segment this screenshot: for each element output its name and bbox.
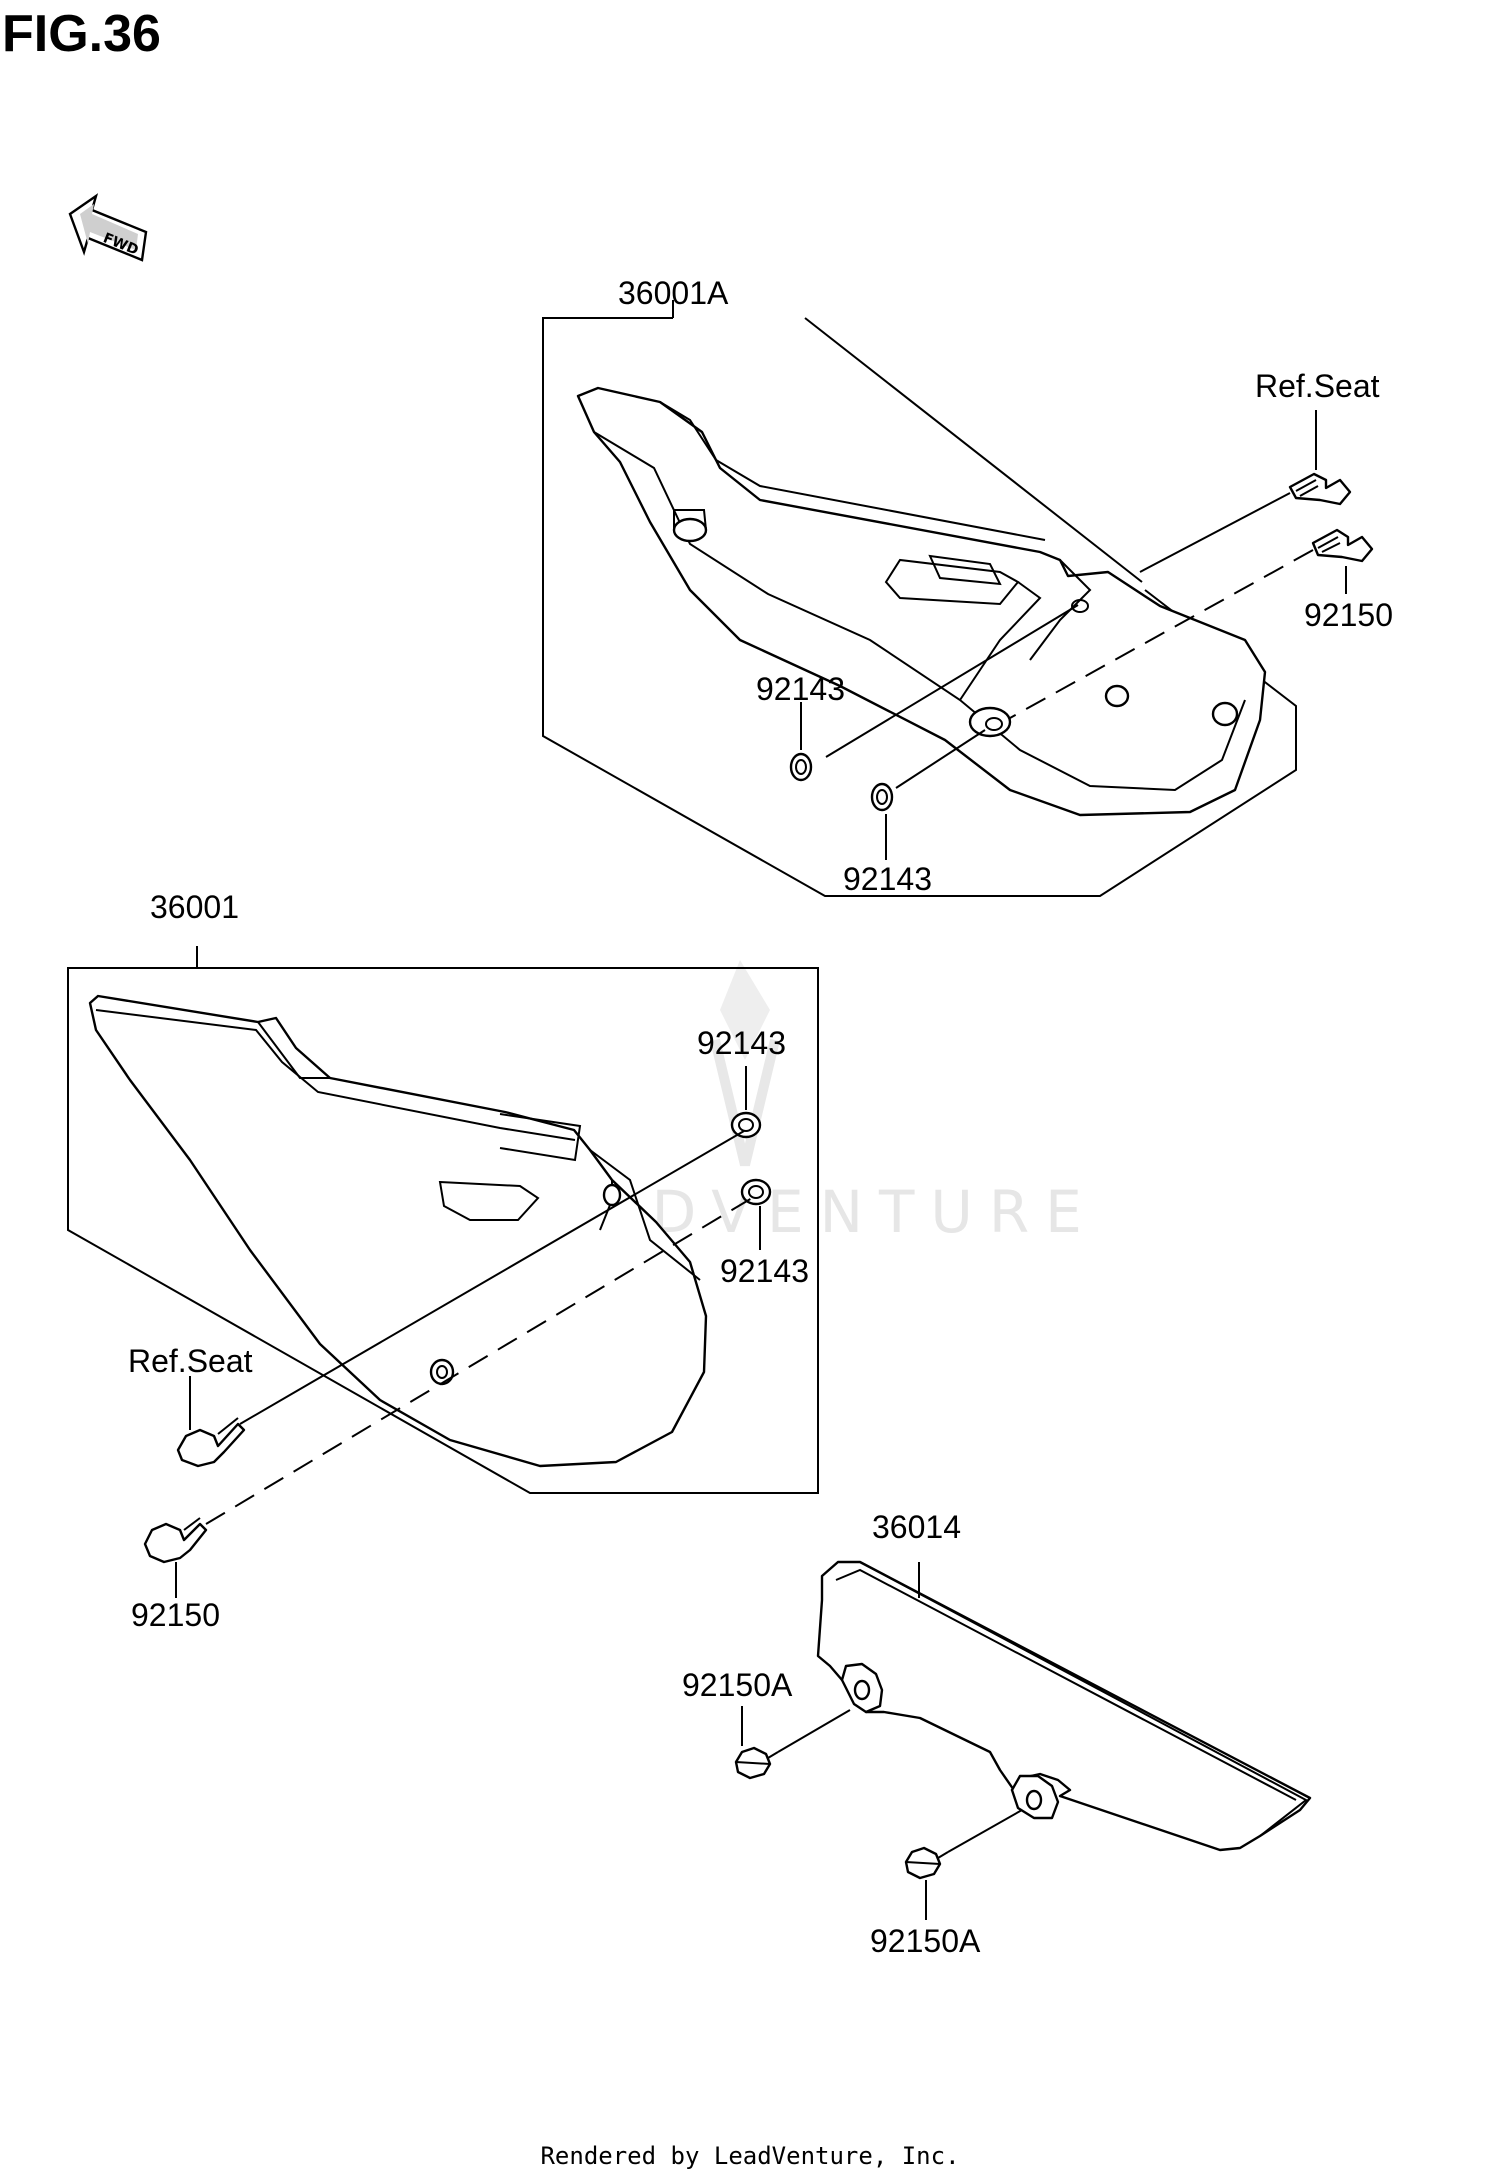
label-refseat-top: Ref.Seat: [1255, 368, 1380, 404]
group-36014: [734, 1560, 1312, 1920]
part-36001A-cover: [576, 386, 1267, 817]
leader-92150A-a: [777, 1709, 851, 1753]
group-36001A-bracket: [542, 317, 1297, 897]
label-92143-d: 92143: [720, 1253, 809, 1289]
group-36001A-bracket-edge: [804, 317, 1143, 583]
group-36001A: [542, 300, 1374, 897]
figure-title: FIG.36: [2, 5, 161, 63]
washer-92143-a: [789, 752, 813, 782]
bolt-refseat-top: [1288, 472, 1352, 506]
bolt-92150A-b: [904, 1846, 949, 1880]
label-refseat-left: Ref.Seat: [128, 1343, 253, 1379]
bolt-92150-left: [143, 1517, 208, 1564]
washer-92143-b: [870, 782, 894, 812]
bolt-refseat-left: [176, 1417, 246, 1468]
label-36001A: 36001A: [618, 275, 729, 311]
label-92143-a: 92143: [756, 671, 845, 707]
dash-92150-top: [1009, 549, 1314, 719]
bolt-92150-top: [1311, 528, 1374, 563]
label-92150-left: 92150: [131, 1597, 220, 1633]
label-92150-top: 92150: [1304, 597, 1393, 633]
label-36001: 36001: [150, 889, 239, 925]
part-36001-cover: [88, 994, 708, 1468]
washer-92143-c: [730, 1111, 762, 1139]
footer-credit: Rendered by LeadVenture, Inc.: [540, 2142, 960, 2170]
leader-92150A-b: [947, 1809, 1023, 1853]
leader-refseat-top: [1139, 492, 1291, 573]
boss: [672, 517, 708, 543]
fwd-arrow-icon: FWD: [68, 193, 148, 262]
washer-92143-d: [740, 1178, 772, 1206]
label-92143-b: 92143: [843, 861, 932, 897]
label-92150A-a: 92150A: [682, 1667, 793, 1703]
label-92150A-b: 92150A: [870, 1923, 981, 1959]
dash-92150-left: [205, 1197, 753, 1525]
leader-refseat-left: [239, 1130, 745, 1425]
bolt-92150A-a: [734, 1746, 779, 1780]
part-36014-chain-guard: [816, 1560, 1312, 1852]
label-92143-c: 92143: [697, 1025, 786, 1061]
group-36001: [67, 946, 819, 1598]
label-36014: 36014: [872, 1509, 961, 1545]
